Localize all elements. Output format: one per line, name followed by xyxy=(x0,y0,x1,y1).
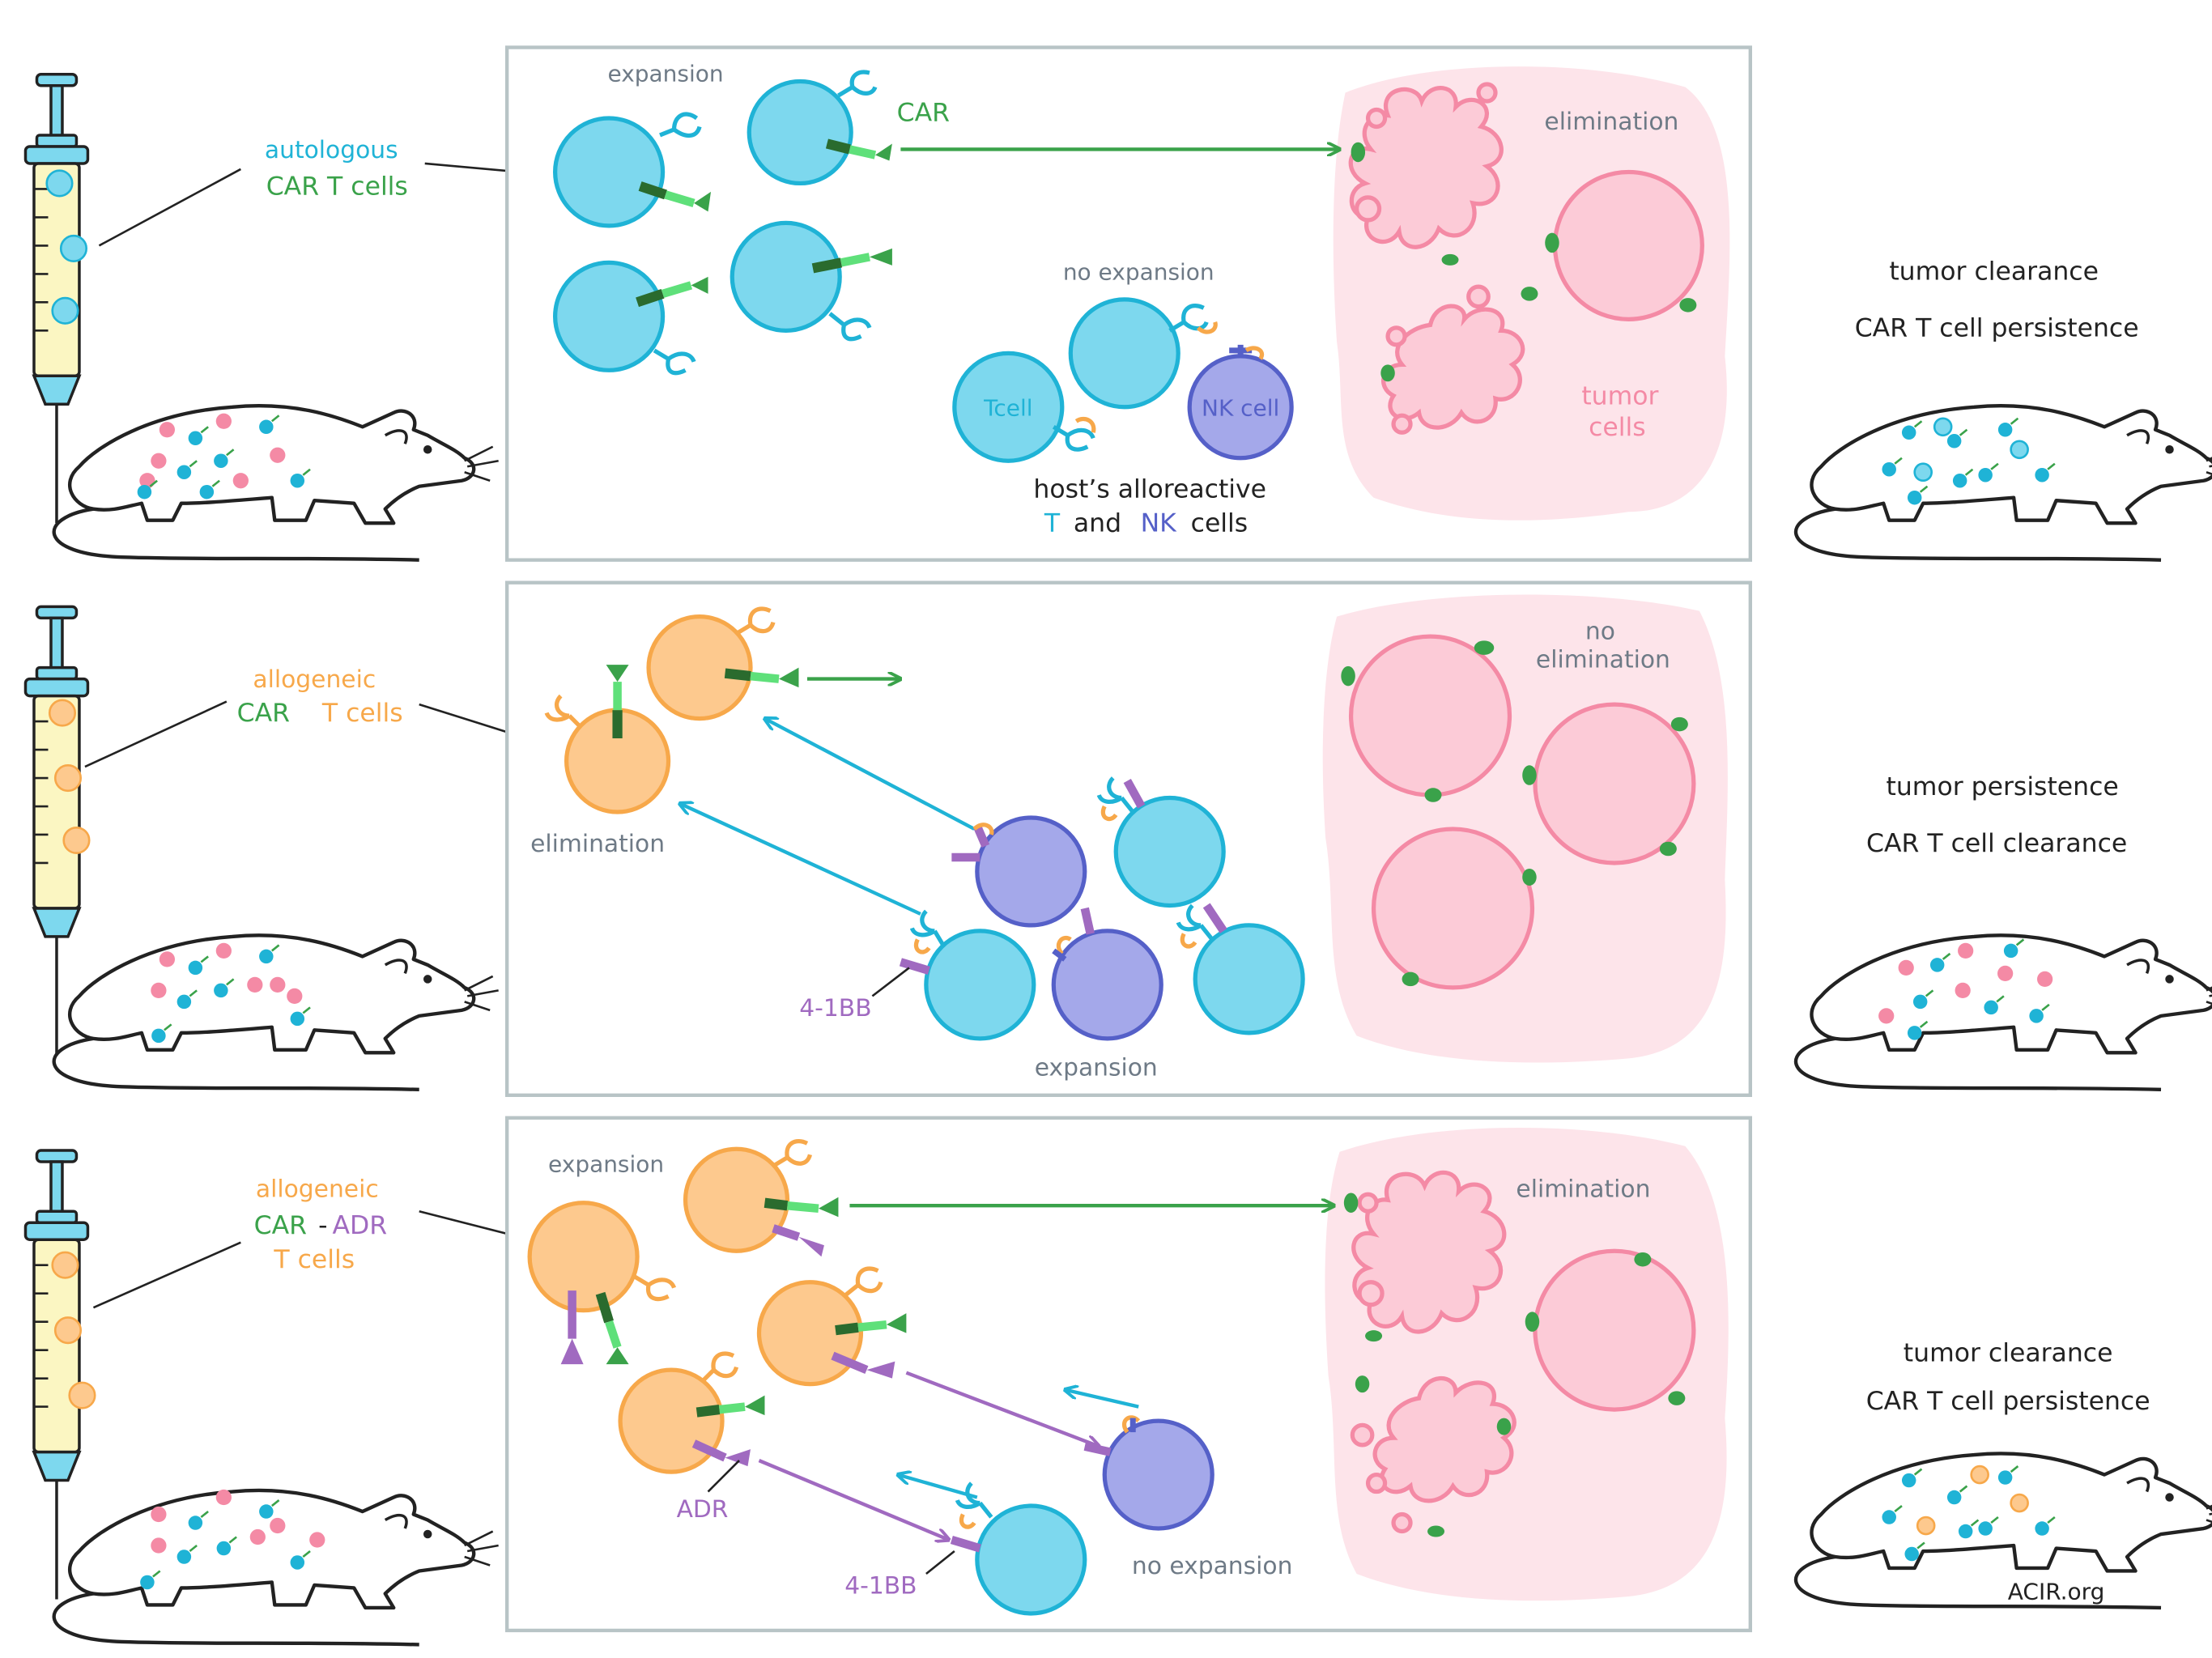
label-elimination: elimination xyxy=(1544,108,1678,136)
label-adr: ADR xyxy=(332,1211,387,1240)
outcome-car-t: CAR T cell persistence xyxy=(1855,313,2139,342)
label-no-elimination: elimination xyxy=(1536,646,1670,674)
label-no-expansion: no expansion xyxy=(1132,1552,1292,1580)
label-car: CAR xyxy=(237,699,290,728)
mouse-icon xyxy=(1796,935,2212,1089)
tumor-cell xyxy=(1348,634,1512,797)
dying-tumor-cell xyxy=(1372,1376,1516,1503)
allo-car-t-cell xyxy=(646,606,799,721)
label-t-cells: T cells xyxy=(321,699,403,728)
label-car-t-cells: CAR T cells xyxy=(266,172,408,201)
host-t-cell xyxy=(950,1482,1087,1616)
car-t-cell xyxy=(553,260,708,376)
tumor-cell xyxy=(1533,1248,1696,1412)
row-allogeneic-adr: allogeneic CAR - ADR T cells expansion e… xyxy=(23,1116,2212,1645)
label-cells: cells xyxy=(1589,413,1646,442)
tumor-cell xyxy=(1533,702,1696,865)
syringe-cell xyxy=(45,169,74,198)
label-adr: ADR xyxy=(677,1495,729,1524)
host-t-cell: Tcell xyxy=(952,351,1096,463)
label-no: no xyxy=(1585,618,1615,646)
label-tcell: Tcell xyxy=(983,394,1032,421)
label-allogeneic: allogeneic xyxy=(253,665,376,694)
dying-tumor-cell xyxy=(1348,86,1504,249)
car-t-cell xyxy=(730,220,892,342)
car-adr-t-cell xyxy=(756,1266,907,1387)
host-t-cell xyxy=(1068,297,1218,410)
label-allogeneic: allogeneic xyxy=(256,1175,379,1204)
syringe-icon xyxy=(23,1149,90,1601)
host-t-cell xyxy=(1176,903,1305,1035)
outcome-tumor: tumor clearance xyxy=(1904,1339,2113,1368)
label-host-t: T xyxy=(1044,509,1061,538)
outcome-tumor: tumor clearance xyxy=(1889,257,2099,286)
label-host-and: and xyxy=(1074,509,1121,538)
car-adr-t-cell xyxy=(683,1139,839,1257)
row-autologous: autologous CAR T cells expansion CAR eli… xyxy=(23,45,2212,562)
syringe-cell xyxy=(59,234,88,262)
outcome-tumor: tumor persistence xyxy=(1887,772,2119,801)
label-host-nk: NK xyxy=(1141,509,1178,538)
label-tumor: tumor xyxy=(1581,381,1658,410)
acir-logo: ACIR.org xyxy=(2008,1578,2105,1605)
label-car: CAR xyxy=(254,1211,307,1240)
mouse-icon xyxy=(54,406,499,559)
mouse-icon xyxy=(54,1490,499,1645)
label-dash: - xyxy=(318,1211,327,1240)
label-41bb: 4-1BB xyxy=(799,994,871,1022)
syringe-cell xyxy=(51,296,79,325)
mouse-icon xyxy=(1796,1453,2212,1607)
label-expansion: expansion xyxy=(608,61,724,87)
car-t-cell xyxy=(747,70,892,186)
tumor-cell xyxy=(1552,169,1704,321)
host-t-cell xyxy=(899,909,1036,1041)
host-t-cell xyxy=(1096,776,1226,908)
outcome-car-t: CAR T cell persistence xyxy=(1866,1387,2150,1416)
host-nk-cell xyxy=(951,815,1087,928)
label-nkcell: NK cell xyxy=(1202,394,1279,421)
syringe-icon xyxy=(23,73,90,525)
mouse-icon xyxy=(1796,406,2212,559)
label-expansion: expansion xyxy=(548,1150,664,1177)
tumor-cell xyxy=(1371,827,1535,990)
host-nk-cell xyxy=(1051,907,1163,1041)
label-no-expansion: no expansion xyxy=(1063,258,1214,285)
label-expansion: expansion xyxy=(1035,1053,1158,1082)
label-host-alloreactive: host’s alloreactive xyxy=(1033,475,1266,504)
mouse-icon xyxy=(54,935,499,1089)
label-autologous: autologous xyxy=(265,136,398,164)
car-adr-t-cell xyxy=(527,1201,677,1365)
allo-car-t-cell xyxy=(544,665,671,814)
host-nk-cell xyxy=(1083,1415,1214,1531)
dying-tumor-cell xyxy=(1351,1170,1507,1334)
label-t-cells: T cells xyxy=(273,1245,355,1274)
car-adr-t-cell xyxy=(618,1351,765,1474)
car-t-cell xyxy=(553,112,712,228)
label-car: CAR xyxy=(897,98,950,127)
label-elimination: elimination xyxy=(530,830,665,858)
host-nk-cell: NK cell xyxy=(1187,344,1294,461)
label-41bb: 4-1BB xyxy=(844,1571,917,1600)
label-elimination: elimination xyxy=(1516,1175,1650,1204)
outcome-car-t: CAR T cell clearance xyxy=(1866,829,2127,858)
label-host-cells: cells xyxy=(1191,509,1249,538)
row-allogeneic: allogeneic CAR T cells no elimination el… xyxy=(23,580,2212,1098)
